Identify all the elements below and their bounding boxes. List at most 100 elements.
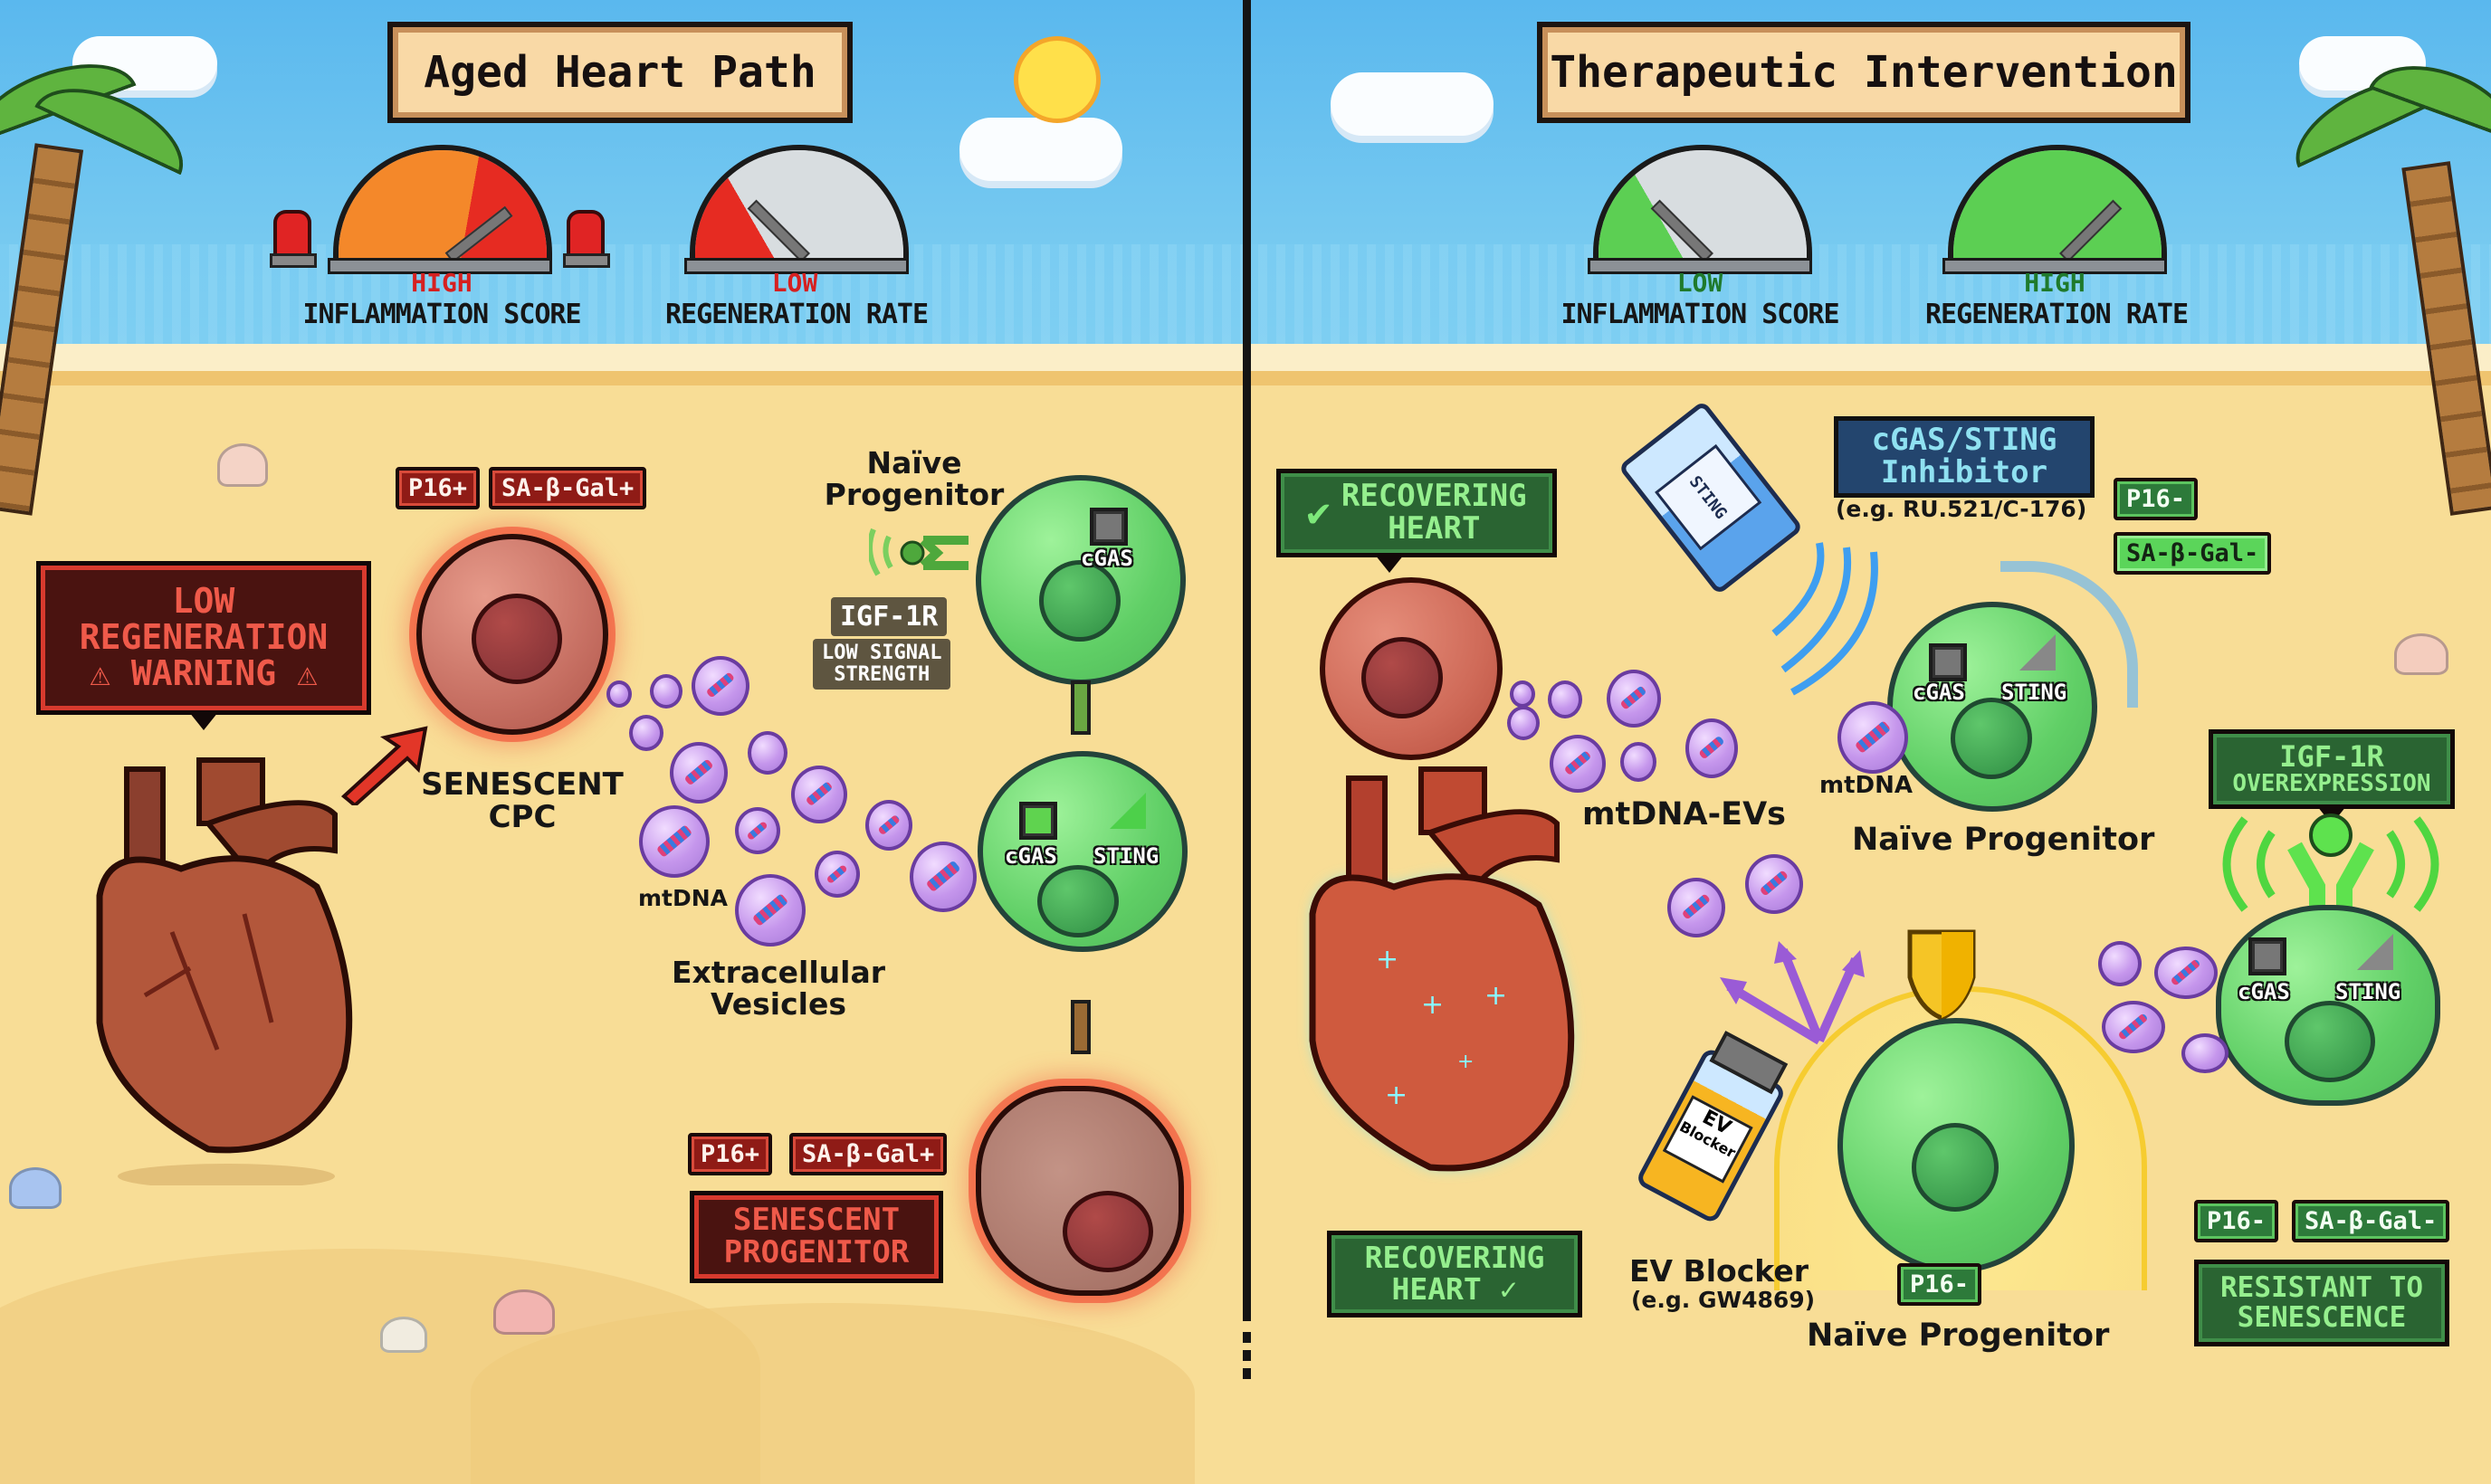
p16-positive-tag: P16+ — [396, 467, 481, 509]
regeneration-gauge — [690, 145, 909, 263]
extracellular-vesicle — [639, 805, 710, 878]
naive-progenitor-cell: cGAS — [976, 475, 1186, 685]
naive-progenitor-label: Naïve Progenitor — [1852, 822, 2155, 858]
cgas-label: cGAS — [2238, 979, 2290, 1004]
extracellular-vesicle — [1745, 854, 1803, 914]
signal-line-1: LOW SIGNAL — [822, 642, 942, 664]
extracellular-vesicle — [910, 842, 977, 912]
panel-divider — [1243, 0, 1251, 1321]
sun-icon — [1014, 36, 1101, 123]
recovering-heart-banner-bottom: RECOVERING HEART ✓ — [1327, 1231, 1582, 1318]
warning-line-3: ⚠ WARNING ⚠ — [90, 652, 318, 693]
recovering-cpc-cell — [1320, 577, 1503, 760]
extracellular-vesicles-label: Extracellular Vesicles — [661, 956, 896, 1020]
extracellular-vesicle — [692, 656, 749, 716]
alarm-siren-icon — [270, 210, 317, 268]
gauge-base — [1588, 258, 1812, 274]
extracellular-vesicle — [1507, 706, 1540, 740]
gauge-base — [328, 258, 552, 274]
vial-label: EV Blocker — [1662, 1095, 1753, 1184]
shield-icon — [1907, 929, 1976, 1021]
warning-triangle-icon: ⚠ — [296, 652, 318, 693]
ev-blocker-example-label: (e.g. GW4869) — [1631, 1287, 1816, 1313]
cloud-icon — [1331, 72, 1494, 136]
inhibitor-example-label: (e.g. RU.521/C-176) — [1836, 496, 2087, 522]
extracellular-vesicle — [865, 800, 912, 851]
low-regeneration-warning-banner: LOW REGENERATION ⚠ WARNING ⚠ — [36, 561, 371, 730]
regeneration-caption: REGENERATION RATE — [1924, 299, 2189, 330]
sa-beta-gal-positive-tag: SA-β-Gal+ — [789, 1133, 948, 1175]
extracellular-vesicle — [629, 715, 663, 751]
senescent-cpc-label: SENESCENT CPC — [418, 766, 626, 833]
cgas-label: cGAS — [1081, 546, 1133, 571]
vial-label: STING — [1655, 443, 1762, 551]
cgas-label: cGAS — [1005, 843, 1057, 869]
recovering-line-2: HEART — [1388, 510, 1481, 547]
sting-label: STING — [2001, 680, 2067, 705]
mtdna-label: mtDNA — [1819, 772, 1913, 799]
sting-icon — [2019, 634, 2056, 671]
mtdna-evs-label: mtDNA-EVs — [1582, 796, 1786, 832]
igf1r-tag: IGF-1R — [831, 597, 948, 636]
extracellular-vesicle — [1548, 680, 1582, 718]
resistant-line-2: SENESCENCE — [2237, 1301, 2407, 1334]
seashell-icon — [2394, 633, 2448, 675]
sting-label: STING — [2335, 979, 2401, 1004]
p16-negative-tag: P16- — [2194, 1200, 2279, 1242]
regeneration-level: LOW — [771, 268, 818, 298]
extracellular-vesicle — [1620, 742, 1656, 782]
extracellular-vesicle — [650, 674, 682, 709]
extracellular-vesicle — [1607, 670, 1661, 728]
mtdna-label: mtDNA — [638, 885, 729, 911]
resistant-to-senescence-banner: RESISTANT TO SENESCENCE — [2194, 1260, 2449, 1346]
svg-text:+: + — [1484, 980, 1507, 1012]
extracellular-vesicle — [1837, 701, 1908, 774]
extracellular-vesicle — [735, 874, 806, 947]
cgas-chip-icon — [2248, 937, 2286, 975]
recovering-line-1: RECOVERING — [1341, 478, 1527, 515]
inflammation-level: HIGH — [411, 268, 472, 298]
inhibitor-spray-waves-icon — [1771, 542, 1878, 696]
seashell-icon — [217, 443, 268, 487]
sting-icon — [2357, 934, 2393, 970]
svg-text:+: + — [1376, 944, 1398, 975]
senescent-progenitor-cell — [976, 1086, 1184, 1296]
sand-dune — [471, 1303, 1195, 1484]
sa-beta-gal-negative-tag: SA-β-Gal- — [2292, 1200, 2450, 1242]
cgas-sting-inhibitor-banner: cGAS/STING Inhibitor — [1834, 416, 2095, 498]
alarm-siren-icon — [563, 210, 610, 268]
warning-line-1: LOW — [172, 581, 235, 622]
inhibitor-line-1: cGAS/STING — [1871, 422, 2057, 459]
aged-heart-icon — [96, 757, 353, 1185]
check-icon: ✔ — [1306, 489, 1331, 536]
extracellular-vesicle — [815, 851, 860, 898]
regeneration-level: HIGH — [2024, 268, 2085, 298]
extracellular-vesicle — [735, 807, 780, 854]
panel-divider — [1243, 1368, 1251, 1379]
extracellular-vesicle — [670, 742, 728, 804]
inflammation-caption: INFLAMMATION SCORE — [302, 299, 581, 330]
check-icon: ✓ — [1499, 1271, 1518, 1307]
extracellular-vesicle — [1550, 735, 1606, 793]
panel-divider — [1243, 1332, 1251, 1343]
senescent-cpc-cell — [416, 534, 608, 735]
senescent-progenitor-line-2: PROGENITOR — [723, 1234, 910, 1270]
seashell-icon — [493, 1289, 555, 1335]
down-arrow-icon — [1071, 1000, 1091, 1054]
resistant-line-1: RESISTANT TO — [2220, 1271, 2423, 1305]
sting-active-icon — [1110, 793, 1146, 829]
warning-word: WARNING — [130, 652, 277, 693]
igf1r-receptor-icon — [869, 528, 969, 576]
extracellular-vesicle — [2102, 1001, 2165, 1053]
regeneration-caption: REGENERATION RATE — [664, 299, 929, 330]
sa-beta-gal-positive-tag: SA-β-Gal+ — [489, 467, 647, 509]
p16-negative-tag: P16- — [1897, 1263, 1982, 1306]
low-signal-strength-tag: LOW SIGNAL STRENGTH — [813, 639, 951, 690]
sa-beta-gal-negative-tag: SA-β-Gal- — [2114, 532, 2272, 575]
extracellular-vesicle — [1667, 878, 1725, 937]
svg-text:+: + — [1457, 1051, 1474, 1073]
right-panel-title: Therapeutic Intervention — [1537, 22, 2190, 123]
senescent-cpc-line-1: SENESCENT — [421, 766, 624, 803]
gauge-base — [1942, 258, 2167, 274]
warning-triangle-icon: ⚠ — [90, 652, 111, 693]
